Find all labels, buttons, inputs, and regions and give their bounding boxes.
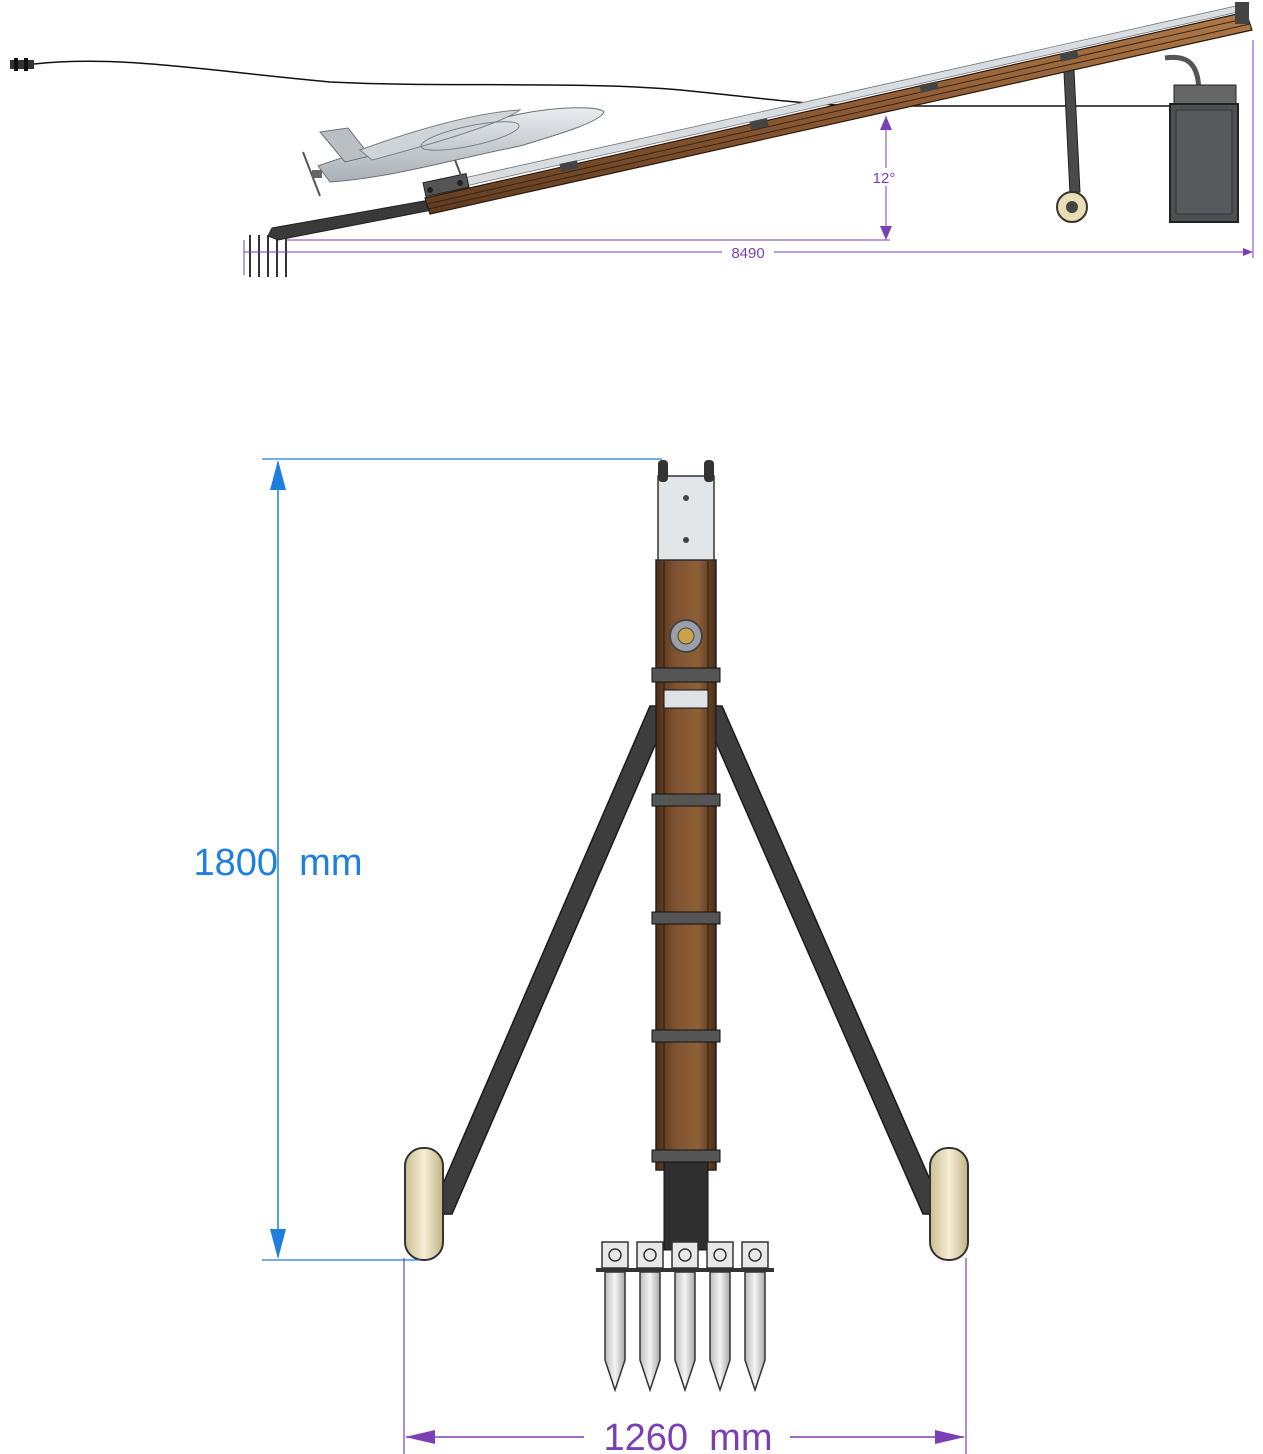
length-label: 8490 (731, 245, 764, 262)
uav-aircraft (302, 107, 605, 197)
head-plate (657, 460, 715, 561)
width-dimension: 1260 mm (403, 1258, 967, 1454)
ground-stakes-top (596, 1241, 774, 1393)
ground-stakes-side (249, 235, 287, 277)
width-label: 1260 mm (604, 1417, 773, 1454)
left-wheel (404, 1147, 444, 1261)
carriage-side (422, 172, 470, 198)
height-dimension: 1800 mm (194, 458, 662, 1261)
rail-clamps (651, 667, 721, 1163)
side-view: 8490 12° (10, 2, 1254, 277)
top-view: 1800 mm 1260 mm (194, 458, 969, 1454)
right-wheel (929, 1147, 969, 1261)
launch-rail-side (424, 2, 1253, 215)
pulley (669, 619, 703, 653)
rear-strut-side (1056, 69, 1088, 223)
winch-unit (1164, 54, 1239, 223)
right-leg (698, 705, 947, 1215)
angle-label: 12° (873, 170, 896, 187)
side-dimensions: 8490 12° (243, 40, 1254, 275)
launch-rail-top (655, 559, 717, 1251)
height-label: 1800 mm (194, 842, 363, 884)
left-leg (428, 705, 674, 1215)
tow-bar-side (267, 199, 433, 241)
tether-cable (10, 58, 1180, 107)
